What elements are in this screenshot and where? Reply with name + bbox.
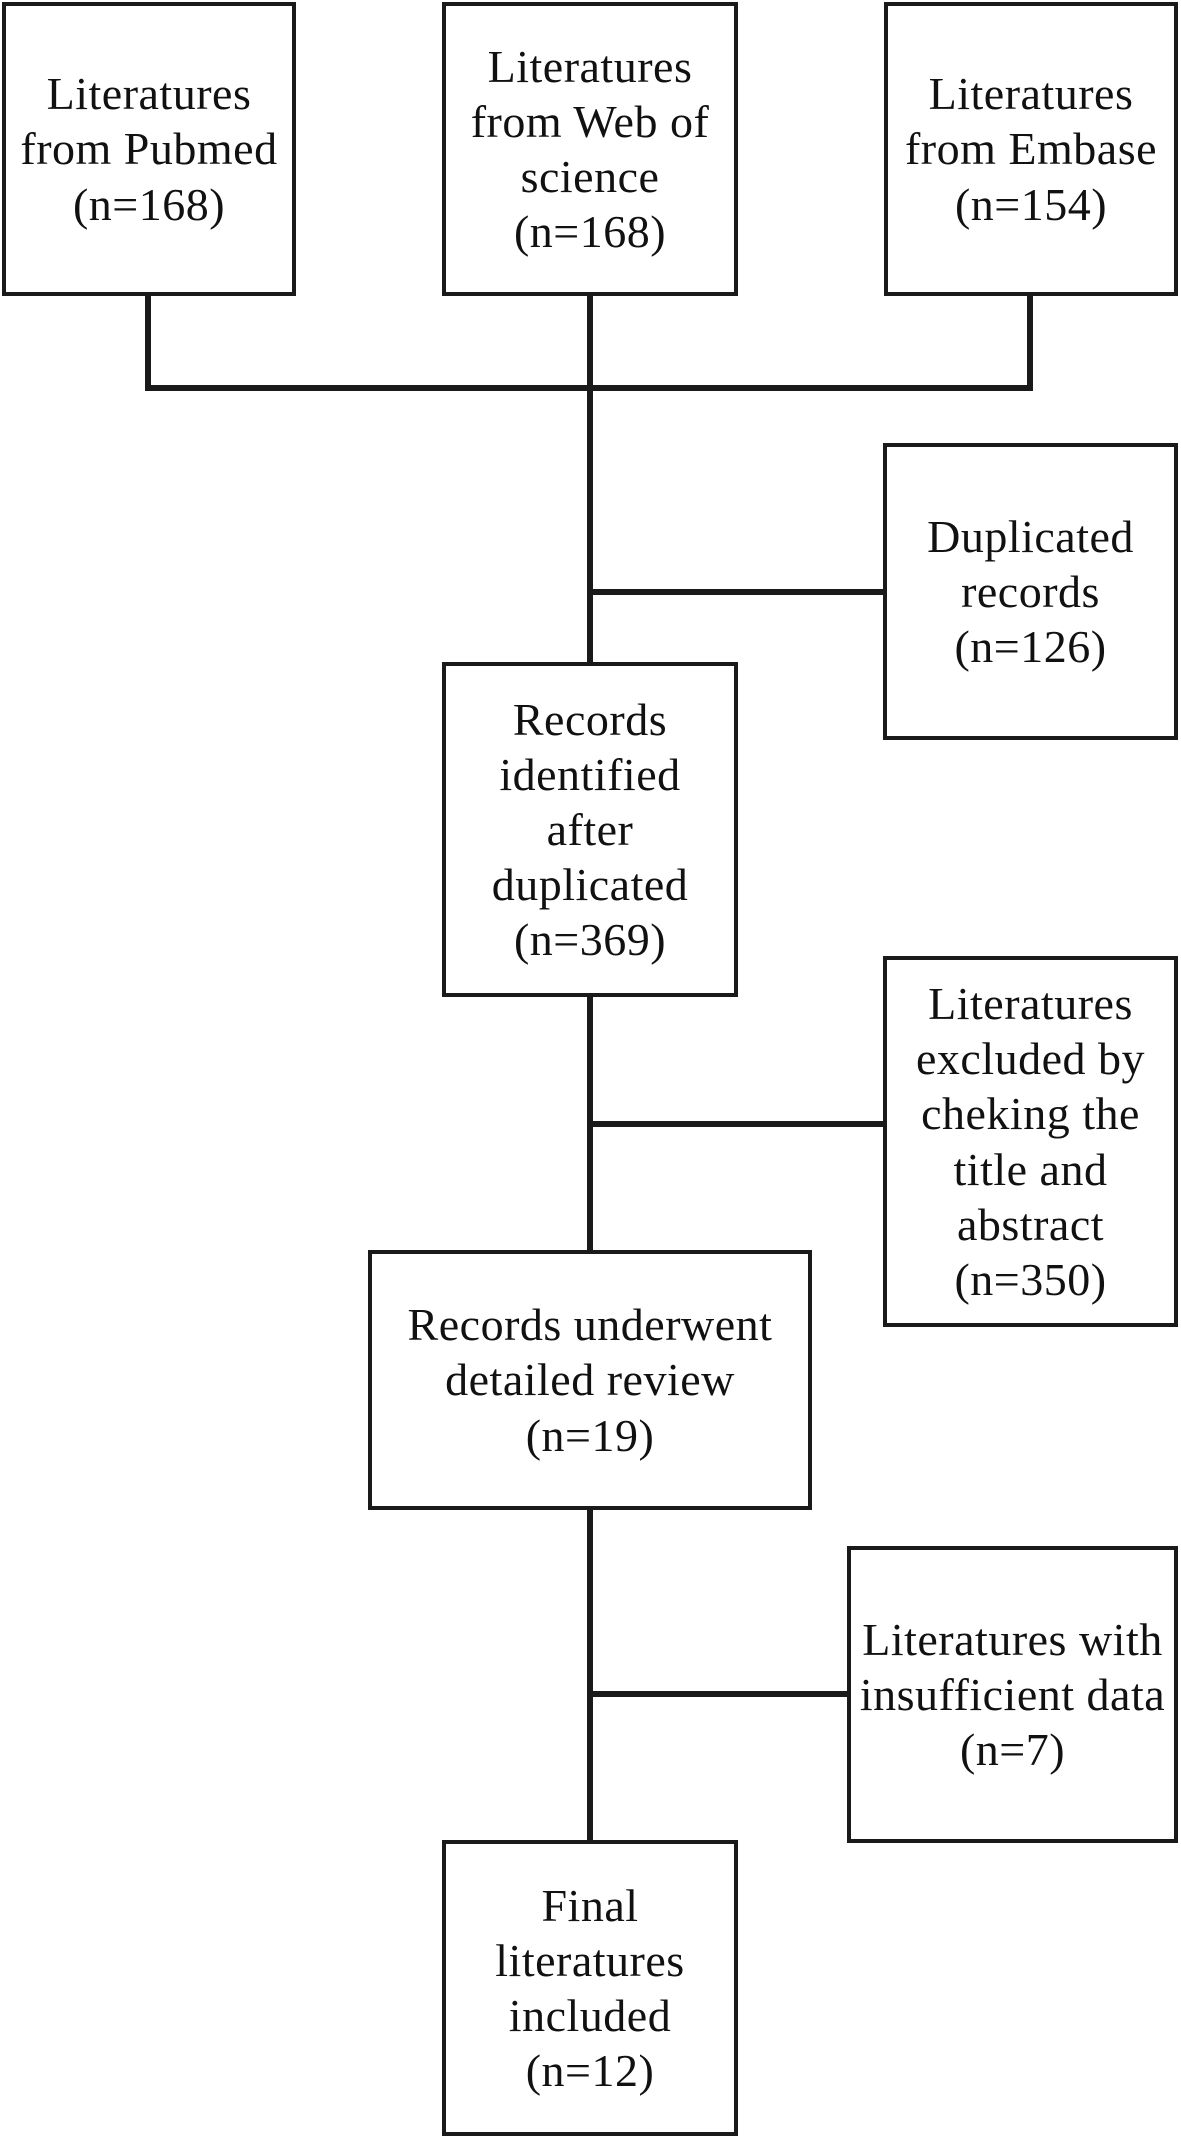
box-embase-line: (n=154): [954, 178, 1108, 230]
box-excluded-line: excluded by: [915, 1033, 1146, 1085]
box-identified: Records identified after duplicated (n=3…: [442, 662, 738, 997]
box-final-line: included: [508, 1990, 672, 2041]
box-detailed-review-line: (n=19): [525, 1409, 655, 1461]
box-insufficient-line: insufficient data: [859, 1668, 1166, 1720]
box-insufficient-data: Literatures with insufficient data (n=7): [847, 1546, 1178, 1843]
box-final-line: literatures: [495, 1934, 685, 1986]
box-excluded-title-abstract: Literatures excluded by cheking the titl…: [883, 956, 1178, 1327]
box-insufficient-line: Literatures with: [862, 1613, 1163, 1665]
box-duplicated-line: Duplicated: [927, 510, 1134, 562]
box-embase-line: Literatures: [928, 68, 1134, 120]
box-web-of-science-line: (n=168): [513, 206, 667, 258]
box-excluded-line: title and: [953, 1143, 1108, 1195]
box-excluded-line: abstract: [956, 1198, 1105, 1250]
box-excluded-line: Literatures: [928, 977, 1133, 1029]
box-detailed-review: Records underwent detailed review (n=19): [368, 1250, 812, 1510]
box-identified-line: Records: [512, 693, 668, 745]
box-pubmed-line: Literatures: [46, 68, 252, 120]
box-excluded-line: cheking the: [921, 1088, 1140, 1140]
box-identified-line: identified: [499, 748, 681, 800]
box-identified-line: (n=369): [513, 914, 667, 966]
box-excluded-line: (n=350): [954, 1253, 1107, 1305]
box-pubmed-line: (n=168): [72, 178, 226, 230]
box-web-of-science-line: science: [520, 151, 660, 202]
box-web-of-science-line: from Web of: [470, 95, 710, 147]
box-embase: Literatures from Embase (n=154): [884, 2, 1178, 296]
box-identified-line: duplicated: [491, 859, 689, 911]
box-detailed-review-line: Records underwent: [407, 1299, 773, 1351]
box-web-of-science: Literatures from Web of science (n=168): [442, 2, 738, 296]
box-duplicated: Duplicated records (n=126): [883, 443, 1178, 740]
box-final-included: Final literatures included (n=12): [442, 1840, 738, 2136]
box-duplicated-line: records: [961, 565, 1100, 617]
box-final-line: Final: [541, 1879, 639, 1931]
box-final-line: (n=12): [525, 2045, 655, 2097]
box-insufficient-line: (n=7): [959, 1724, 1066, 1776]
box-duplicated-line: (n=126): [954, 621, 1107, 673]
box-pubmed: Literatures from Pubmed (n=168): [2, 2, 296, 296]
box-web-of-science-line: Literatures: [487, 40, 693, 92]
box-detailed-review-line: detailed review: [445, 1354, 735, 1406]
box-pubmed-line: from Pubmed: [20, 123, 278, 175]
box-embase-line: from Embase: [904, 123, 1158, 175]
box-identified-line: after: [546, 803, 634, 855]
